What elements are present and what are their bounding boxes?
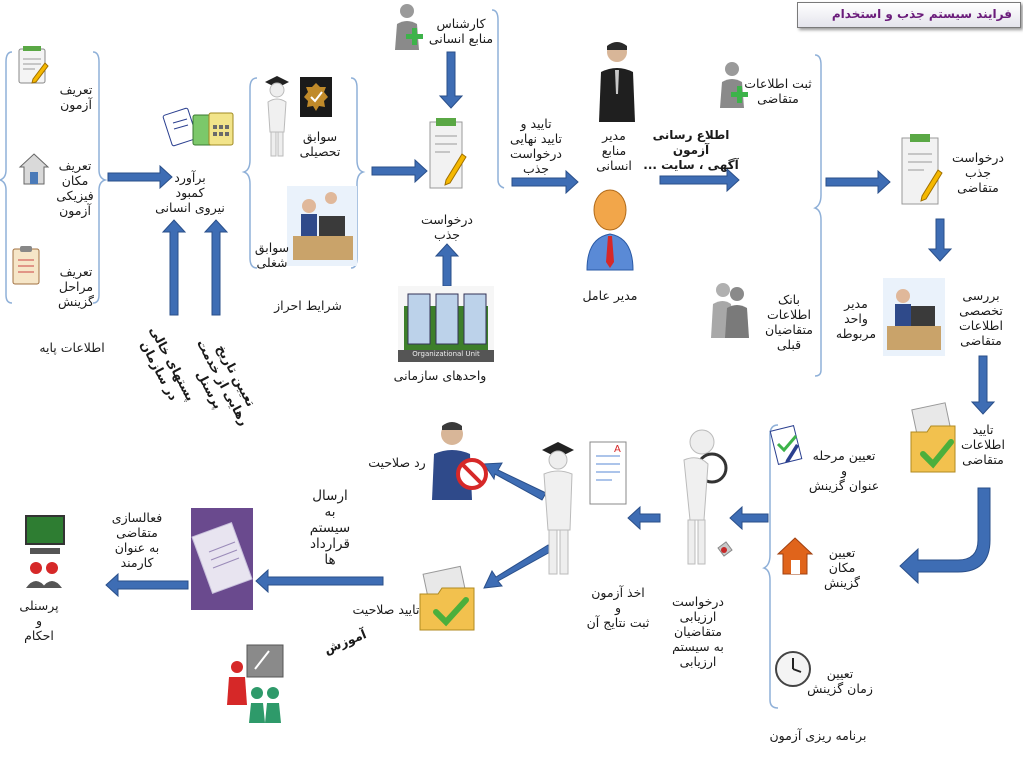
send-contract-label: ارسال به سیستم قرارداد ها xyxy=(309,488,351,568)
activate-label: فعالسازی متقاضی به عنوان کارمند xyxy=(111,510,163,570)
certificate-icon xyxy=(300,77,332,117)
review-office-icon xyxy=(883,278,945,356)
set-time-label: تعیین زمان گزینش xyxy=(807,666,873,696)
hr-manager-icon xyxy=(599,42,635,122)
arrow-expert-down xyxy=(438,51,464,109)
reject-person-icon xyxy=(432,422,488,500)
contract-icon xyxy=(191,508,253,610)
request-document-icon xyxy=(429,118,467,189)
house-icon xyxy=(18,153,50,185)
arrow-approve-curve xyxy=(899,487,991,585)
approve-info-label: تایید اطلاعات متقاضی xyxy=(961,422,1005,467)
applicant-document-icon xyxy=(901,134,943,205)
bracket-exam xyxy=(762,424,779,709)
graduate-icon xyxy=(265,76,289,157)
register-applicant-label: ثبت اطلاعات متقاضی xyxy=(744,76,812,106)
bracket-expert xyxy=(491,9,505,189)
clipboard-icon xyxy=(12,246,40,285)
arrow-plan-to-eval xyxy=(729,505,769,531)
calculator-icon xyxy=(162,107,234,147)
hire-request-label: درخواست جذب xyxy=(420,212,473,242)
arrow-qual-to-request xyxy=(371,158,428,184)
document-edit-icon xyxy=(18,46,49,84)
set-stage-label: تعیین مرحله و عنوان گزینش xyxy=(808,448,880,493)
exam-planning-label: برنامه ریزی آزمون xyxy=(769,728,867,743)
people-group-icon xyxy=(711,283,749,338)
edu-records-label: سوابق تحصیلی xyxy=(299,129,341,159)
arrow-exam-to-reject xyxy=(483,462,547,501)
arrow-appl-down xyxy=(927,218,953,262)
competency-folder-icon xyxy=(419,565,475,631)
reject-label: رد صلاحیت xyxy=(368,455,426,470)
page-title: فرایند سیستم جذب و استخدام xyxy=(831,7,1012,21)
svg-text:A: A xyxy=(614,444,621,455)
hr-expert-icon xyxy=(395,4,423,50)
office-worker-icon xyxy=(287,186,357,266)
expert-review-label: بررسی تخصصی اطلاعات متقاضی xyxy=(959,288,1003,348)
arrow-units-up xyxy=(434,243,460,287)
arrow-vacant-up xyxy=(161,219,187,316)
estimate-label: برآورد کمبود نیروی انسانی xyxy=(155,170,225,215)
applicant-add-icon xyxy=(720,62,748,108)
arrow-activate-to-personnel xyxy=(105,572,189,598)
def-exam-label: تعریف آزمون xyxy=(59,82,93,112)
arrow-eval-to-exam xyxy=(627,505,661,531)
approve-competency-label: تایید صلاحیت xyxy=(352,602,420,617)
magnifier-person-icon xyxy=(683,429,733,565)
bracket-base-left xyxy=(0,51,13,304)
bracket-qual-left xyxy=(241,77,258,269)
take-exam-label: اخذ آزمون و ثبت نتایج آن xyxy=(586,585,650,630)
place-house-icon xyxy=(776,537,814,575)
arrow-exam-to-approve xyxy=(483,544,553,589)
ceo-label: مدیر عامل xyxy=(582,288,638,303)
personnel-label: پرسنلی و احکام xyxy=(19,598,59,643)
bracket-applicant xyxy=(813,54,822,377)
personnel-computer-icon xyxy=(25,515,65,588)
arrow-review-down xyxy=(970,355,996,415)
set-place-label: تعیین مکان گزینش xyxy=(823,545,861,590)
org-units-label: واحدهای سازمانی xyxy=(393,368,487,383)
hr-manager-label: مدیر منابع انسانی xyxy=(596,128,632,173)
arrow-request-to-hrm xyxy=(511,169,579,195)
ceo-icon xyxy=(586,189,634,271)
arrow-contract-to-activate xyxy=(255,568,384,594)
base-info-label: اطلاعات پایه xyxy=(39,340,105,355)
hr-expert-label: کارشناس منابع انسانی xyxy=(428,16,494,46)
announce-label: اطلاع رسانی آزمون آگهی ، سایت ... xyxy=(643,128,739,172)
approved-folder-icon xyxy=(910,402,956,473)
arrow-hrm-to-announce xyxy=(659,167,740,193)
def-stages-label: تعریف مراحل گزینش xyxy=(57,264,95,309)
qualifications-label: شرایط احراز xyxy=(274,298,342,313)
org-unit-caption: Organizational Unit xyxy=(412,350,480,358)
job-records-label: سوابق شغلی xyxy=(254,240,290,270)
eval-request-label: درخواست ارزیابی متقاضیان به سیستم ارزیاب… xyxy=(671,594,724,669)
title-box: فرایند سیستم جذب و استخدام xyxy=(797,2,1021,28)
bracket-base-right xyxy=(92,51,108,304)
unit-manager-label: مدیر واحد مربوطه xyxy=(835,296,877,341)
applicant-request-label: درخواست جذب متقاضی xyxy=(951,150,1004,195)
training-icon xyxy=(227,644,284,723)
organization-building-icon xyxy=(398,286,494,362)
stage-document-icon xyxy=(769,424,803,466)
final-approval-label: تایید و تایید نهایی درخواست جذب xyxy=(509,116,563,176)
prev-bank-label: بانک اطلاعات متقاضیان قبلی xyxy=(765,292,813,352)
exam-taker-icon: A xyxy=(542,441,627,575)
arrow-retire-up xyxy=(203,219,229,316)
arrow-base-to-estimate xyxy=(107,164,173,190)
clock-icon xyxy=(775,651,811,687)
def-place-label: تعریف مکان فیزیکی آزمون xyxy=(56,158,94,218)
arrow-announce-to-appl xyxy=(825,169,891,195)
